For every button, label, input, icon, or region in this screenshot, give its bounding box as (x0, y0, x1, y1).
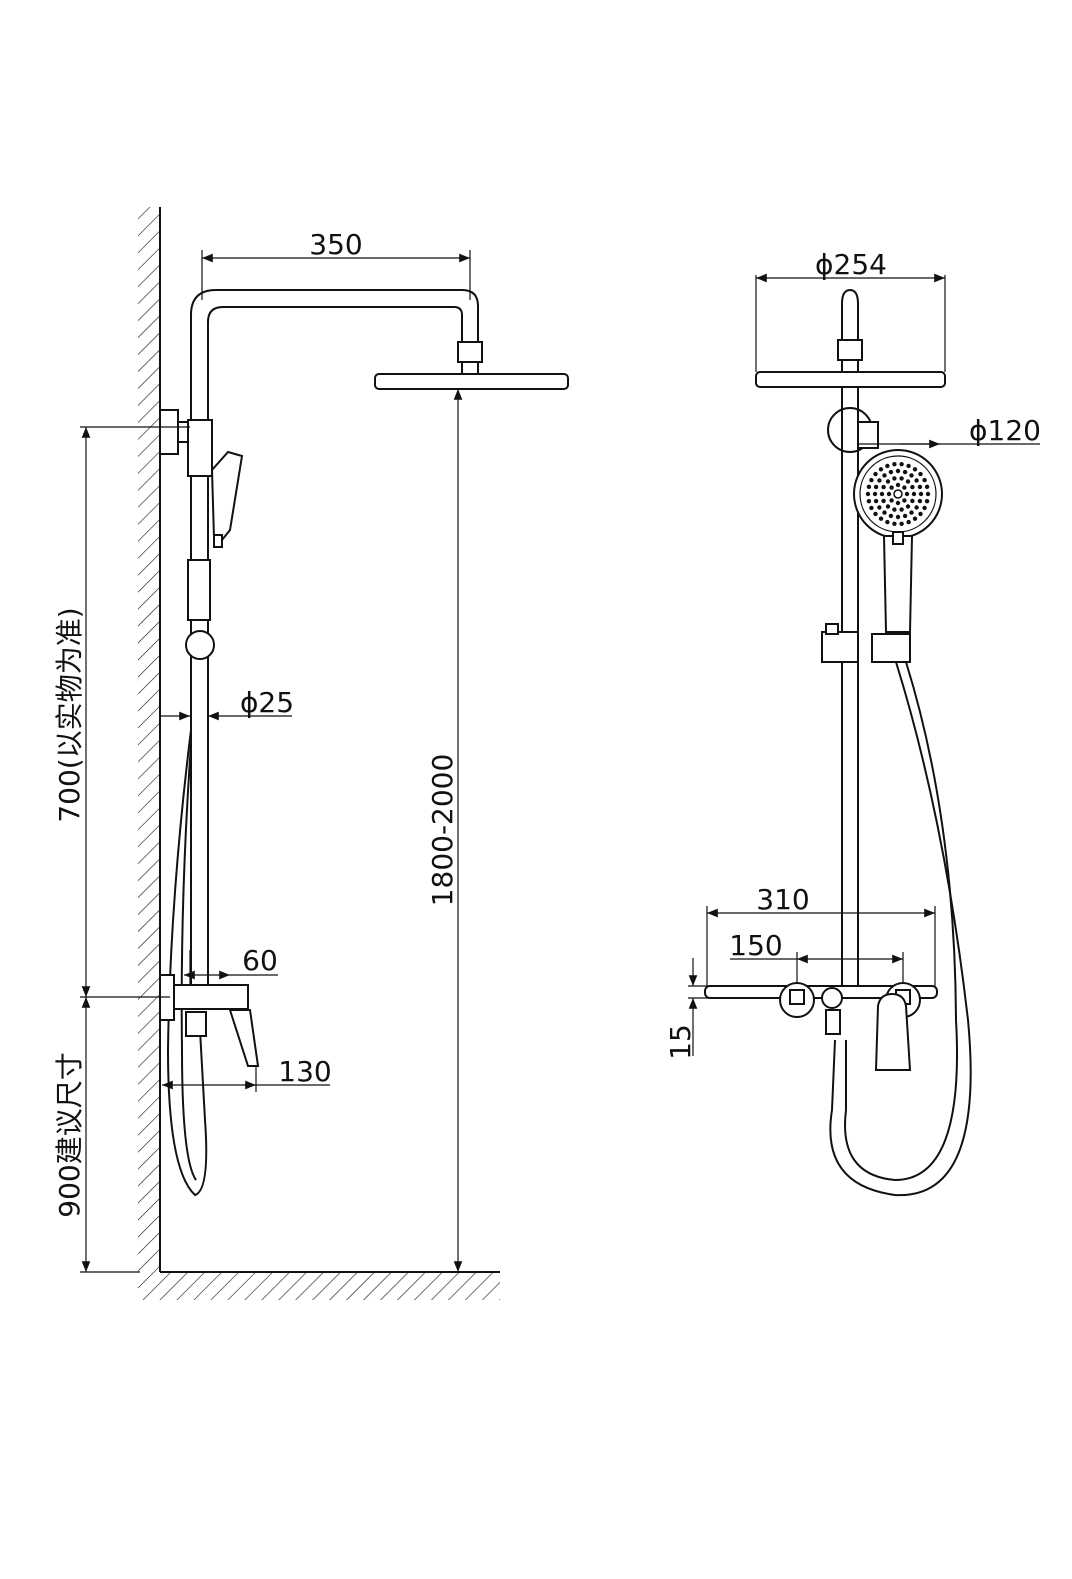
nozzle-dot (885, 479, 891, 484)
nozzle-dot (893, 489, 903, 499)
riser-pipe (190, 289, 479, 990)
rain-head-side (374, 373, 569, 390)
nozzle-dot (902, 498, 907, 503)
nozzle-dot (899, 462, 904, 467)
nozzle-dot (895, 468, 901, 474)
nozzle-dot (872, 491, 878, 497)
dim-inlet-spacing: 150 (729, 929, 782, 962)
nozzle-dot (869, 505, 874, 511)
nozzle-dot (886, 491, 892, 497)
nozzle-dot (873, 511, 878, 517)
dim-shelf-width: 310 (756, 883, 809, 916)
mixer-lever-side (228, 1009, 260, 1067)
dim-outlet-offset: 60 (242, 944, 278, 977)
nozzle-dot (912, 467, 918, 472)
mixer-lever-front (874, 992, 912, 1071)
nozzle-dot (885, 519, 890, 525)
nozzle-dot (889, 485, 894, 490)
nozzle-dot (902, 513, 908, 519)
side-view: 350 1800-2000 700(以实物为准) 900建议尺寸 ϕ25 60 … (53, 207, 569, 1300)
nozzle-dot (902, 469, 908, 475)
nozzle-dot (879, 491, 885, 497)
nozzle-dot (912, 516, 918, 521)
nozzle-dot (909, 473, 914, 478)
nozzle-dot (889, 498, 894, 503)
nozzle-dot (924, 499, 930, 504)
nozzle-dot (892, 476, 897, 481)
nozzle-dot (917, 484, 923, 490)
dim-mixer-height: 900建议尺寸 (53, 1052, 86, 1217)
rain-head-front (755, 371, 946, 388)
nozzle-dot (882, 473, 887, 478)
nozzle-dot (905, 504, 911, 509)
nozzle-dot (895, 482, 901, 488)
nozzle-dot (877, 478, 882, 483)
nozzle-dot (882, 510, 887, 515)
nozzle-dot (873, 484, 879, 490)
nozzle-dot (892, 507, 897, 512)
nozzle-dot (914, 478, 919, 483)
nozzle-dot (899, 521, 904, 526)
nozzle-dot (877, 505, 882, 510)
nozzle-dot (909, 510, 914, 515)
nozzle-dot (873, 498, 879, 504)
nozzle-dot (918, 491, 924, 497)
nozzle-dot (899, 476, 904, 481)
dim-slide-bar-length: 700(以实物为准) (53, 607, 86, 822)
nozzle-dot (885, 504, 891, 509)
nozzle-dot (881, 484, 886, 490)
dim-mixer-depth: 130 (278, 1055, 331, 1088)
nozzle-dot (878, 516, 884, 521)
nozzle-dot (911, 491, 917, 497)
nozzle-dot (885, 463, 890, 469)
nozzle-dot (873, 471, 878, 477)
nozzle-dot (892, 462, 897, 467)
nozzle-dot (895, 500, 901, 506)
dim-total-height: 1800-2000 (426, 754, 459, 907)
nozzle-dot (904, 491, 910, 497)
hose-side (166, 729, 208, 1197)
nozzle-dot (888, 469, 894, 475)
hand-shower-side (210, 450, 244, 542)
nozzle-dot (905, 479, 911, 484)
hose-front (829, 661, 972, 1197)
nozzle-dot (917, 498, 923, 504)
nozzle-dot (925, 491, 931, 497)
nozzle-dot (906, 519, 911, 525)
nozzle-dot (918, 471, 923, 477)
dim-head-diameter: ϕ254 (815, 248, 887, 281)
wall-bracket-top (159, 409, 179, 455)
nozzle-dot (914, 505, 919, 510)
hand-shower-handle (882, 535, 914, 633)
dim-pipe-diameter: ϕ25 (240, 686, 294, 719)
nozzle-dot (881, 498, 886, 504)
dim-shelf-thickness: 15 (664, 1024, 697, 1060)
hand-shower-nozzles (865, 462, 931, 526)
front-view: ϕ254 ϕ120 310 150 15 (664, 248, 1041, 1197)
nozzle-dot (918, 511, 923, 517)
nozzle-dot (910, 484, 915, 490)
nozzle-dot (878, 467, 884, 472)
nozzle-dot (895, 514, 901, 520)
nozzle-dot (902, 485, 907, 490)
dim-hand-shower-diameter: ϕ120 (969, 414, 1041, 447)
nozzle-dot (888, 513, 894, 519)
nozzle-dot (924, 484, 930, 489)
nozzle-dot (892, 521, 897, 526)
nozzle-dot (922, 477, 927, 483)
nozzle-dot (922, 505, 927, 511)
dim-arm-length: 350 (309, 228, 362, 261)
nozzle-dot (906, 463, 911, 469)
nozzle-dot (866, 484, 872, 489)
nozzle-dot (866, 499, 872, 504)
nozzle-dot (869, 477, 874, 483)
floor-hatch (138, 1272, 500, 1300)
slide-knob (185, 630, 215, 660)
nozzle-dot (910, 498, 915, 504)
wall-hatch (138, 207, 160, 1272)
nozzle-dot (865, 491, 871, 497)
nozzle-dot (899, 507, 904, 512)
